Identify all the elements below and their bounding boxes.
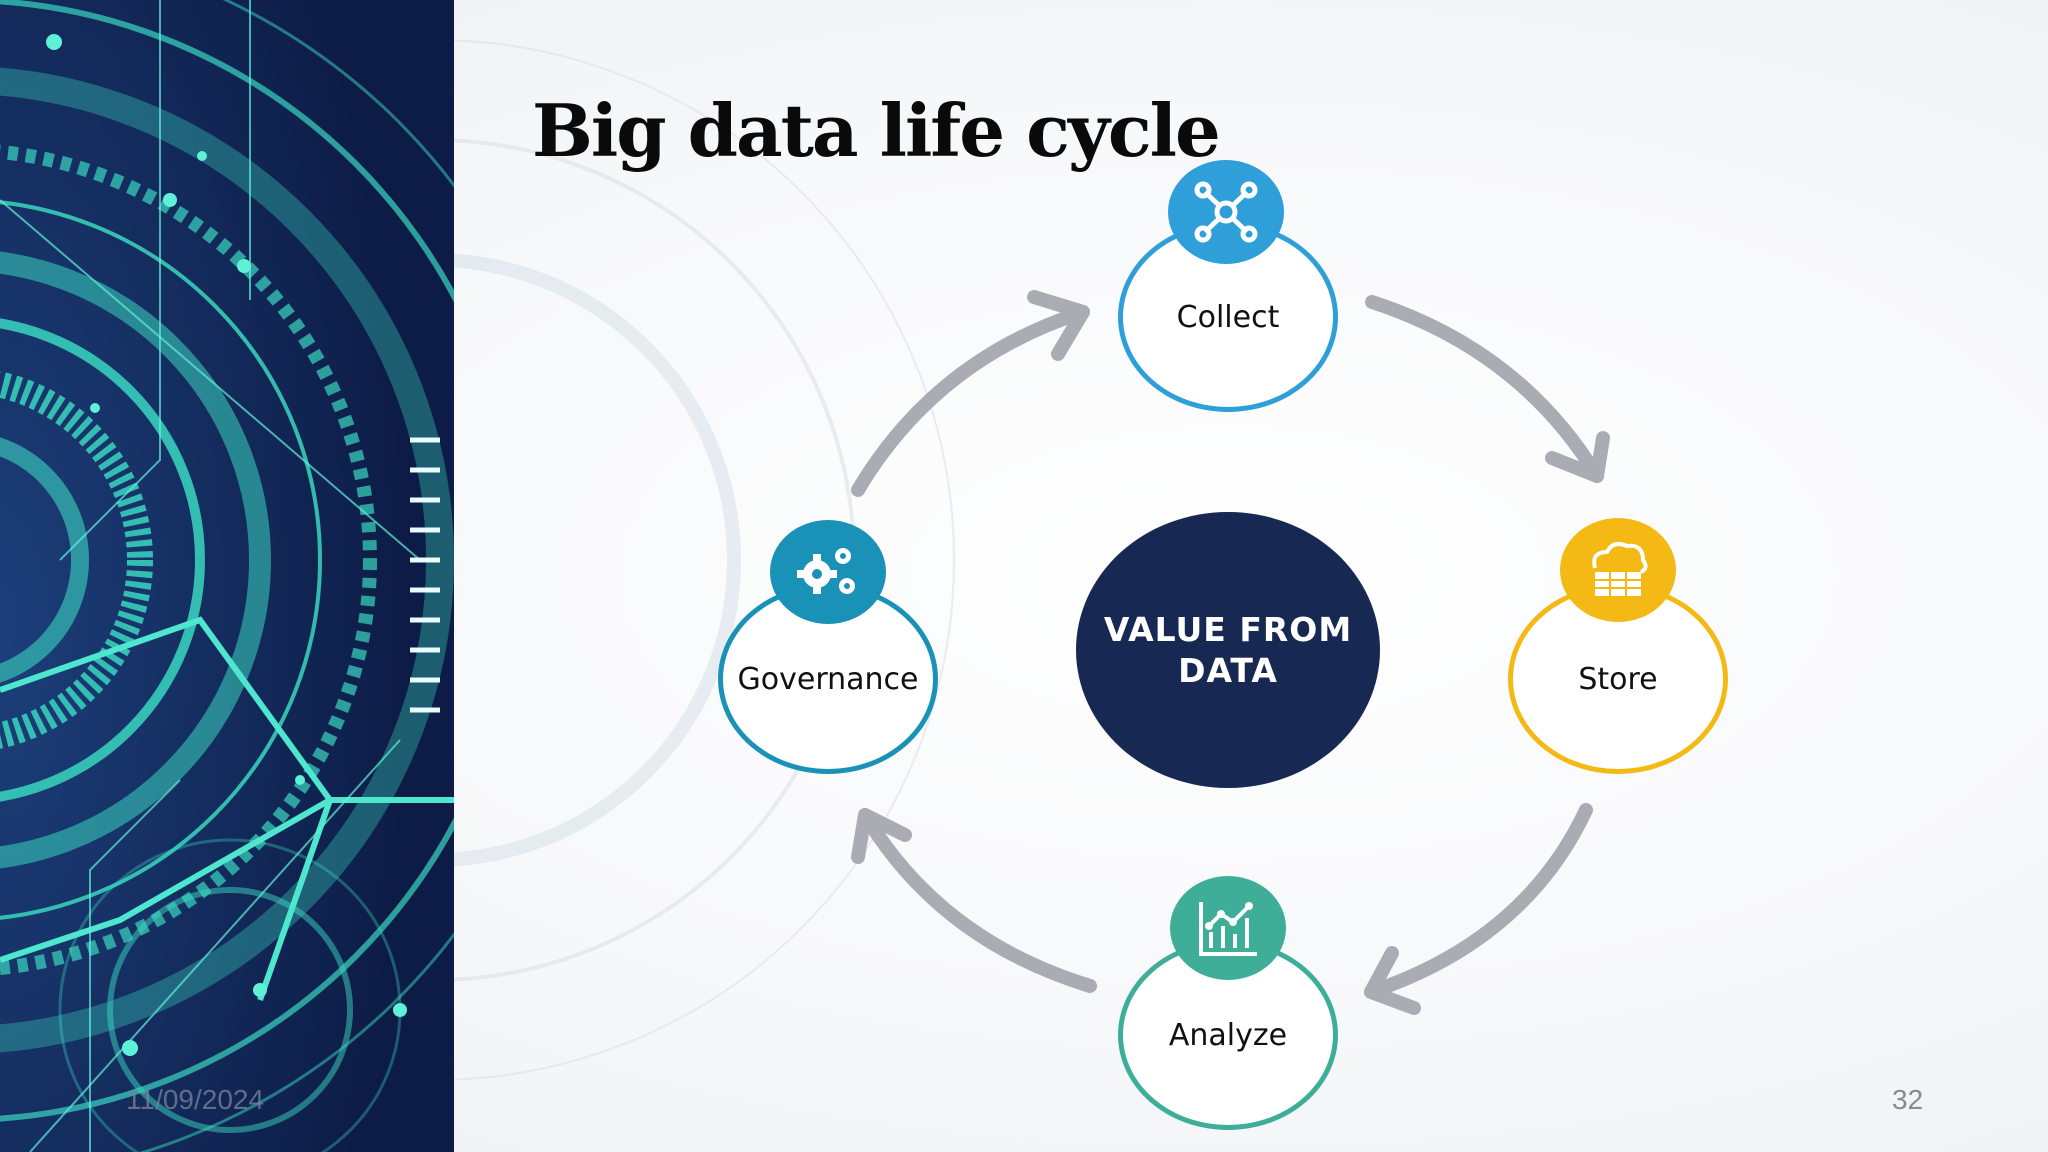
arrow-store-to-analyze bbox=[1364, 803, 1593, 999]
arrow-analyze-to-governance bbox=[858, 808, 1097, 993]
arrow-collect-to-store bbox=[1365, 295, 1604, 483]
node-governance-label: Governance bbox=[737, 661, 919, 697]
decorative-tech-panel bbox=[0, 0, 454, 1152]
arrowhead-collect bbox=[1027, 290, 1090, 361]
arrow-governance-to-collect bbox=[851, 305, 1090, 497]
tech-circles-graphic bbox=[0, 0, 454, 1152]
arrowhead-analyze bbox=[1364, 946, 1421, 1015]
arrowhead-store bbox=[1545, 431, 1610, 483]
arrowhead-governance bbox=[851, 808, 912, 864]
slide-title: Big data life cycle bbox=[532, 88, 1221, 173]
center-label: VALUE FROM DATA bbox=[1103, 610, 1353, 690]
analytics-chart-icon bbox=[1170, 876, 1286, 980]
center-value-circle: VALUE FROM DATA bbox=[1076, 512, 1380, 788]
gears-icon bbox=[770, 520, 886, 624]
network-icon bbox=[1168, 160, 1284, 264]
node-analyze-label: Analyze bbox=[1168, 1017, 1288, 1053]
node-store-label: Store bbox=[1578, 661, 1658, 697]
cloud-storage-icon bbox=[1560, 518, 1676, 622]
footer-date: 11/09/2024 bbox=[126, 1084, 265, 1115]
page-number: 32 bbox=[1892, 1084, 1924, 1115]
node-collect-label: Collect bbox=[1176, 299, 1280, 335]
